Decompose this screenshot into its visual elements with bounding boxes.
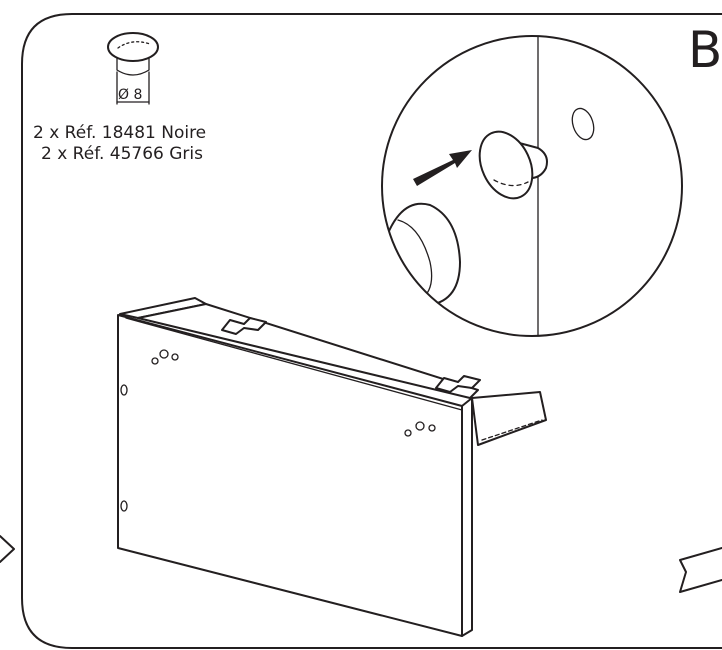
- cabinet-panel: [117, 297, 547, 637]
- arrow-icon: [413, 150, 472, 186]
- finger-icon: [382, 202, 461, 306]
- knob-icon: [107, 32, 159, 105]
- left-nav-arrow: [0, 535, 15, 563]
- page-frame: [21, 13, 722, 649]
- pencil-icon: [679, 547, 722, 593]
- detail-zoom-circle: [381, 35, 683, 337]
- part-reference-black: 2 x Réf. 18481 Noire: [33, 123, 207, 143]
- step-letter: B: [688, 21, 722, 79]
- part-reference-grey: 2 x Réf. 45766 Gris: [41, 144, 203, 164]
- diameter-label: Ø 8: [118, 87, 143, 103]
